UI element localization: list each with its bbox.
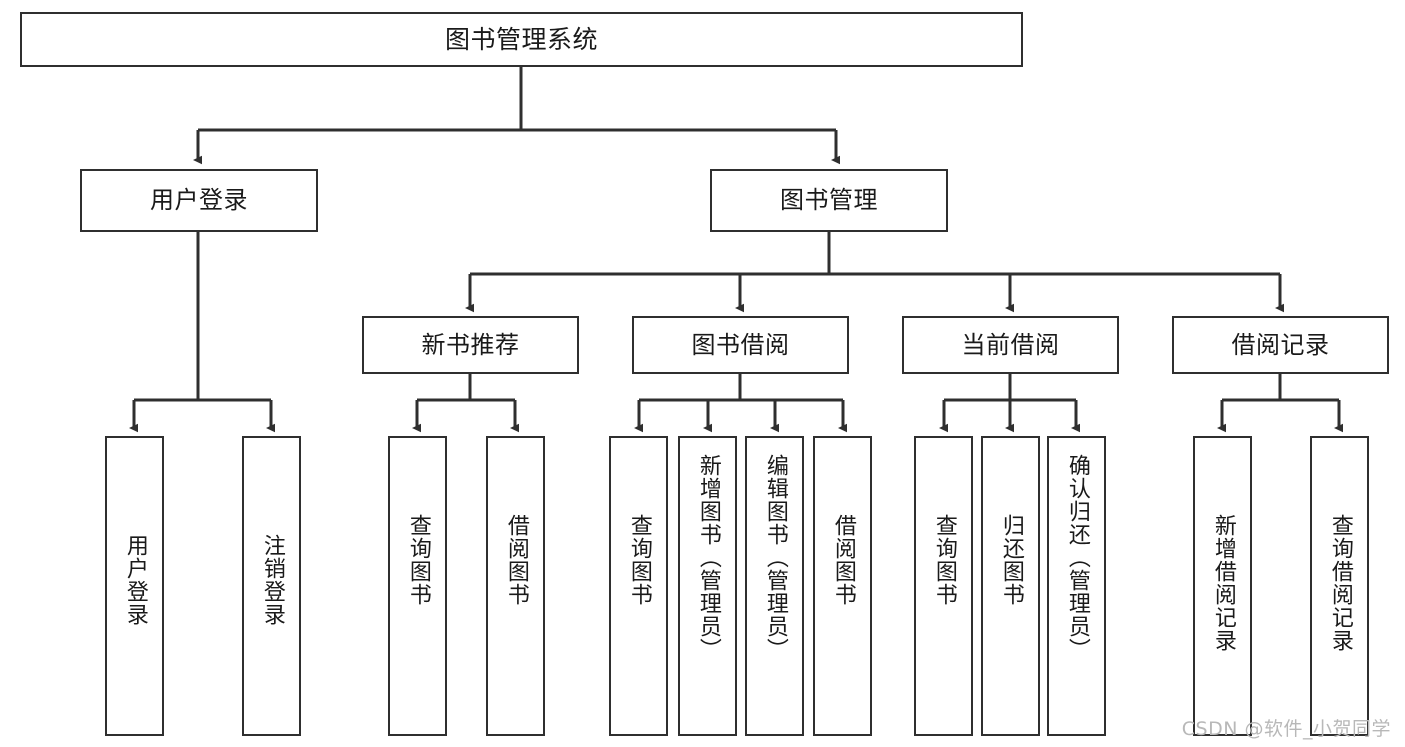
leaf-confirm-return-admin[interactable]: 确认归还（管理员）: [1047, 436, 1106, 736]
node-label: 查询借阅记录: [1327, 514, 1353, 652]
node-book-borrowing[interactable]: 图书借阅: [632, 316, 849, 374]
node-current-borrowing[interactable]: 当前借阅: [902, 316, 1119, 374]
node-label: 编辑图书（管理员）: [762, 454, 788, 661]
node-label: 查询图书: [931, 514, 957, 606]
node-label: 借阅图书: [503, 514, 529, 606]
node-label: 当前借阅: [961, 330, 1060, 359]
node-user-login[interactable]: 用户登录: [80, 169, 318, 232]
node-label: 新增借阅记录: [1210, 514, 1236, 652]
node-label: 查询图书: [405, 514, 431, 606]
node-label: 用户登录: [150, 186, 248, 215]
node-label: 确认归还（管理员）: [1064, 454, 1090, 661]
leaf-user-login[interactable]: 用户登录: [105, 436, 164, 736]
leaf-return-book[interactable]: 归还图书: [981, 436, 1040, 736]
leaf-user-logout[interactable]: 注销登录: [242, 436, 301, 736]
node-new-book-recommendation[interactable]: 新书推荐: [362, 316, 579, 374]
node-label: 借阅图书: [830, 514, 856, 606]
node-label: 新书推荐: [421, 330, 520, 359]
leaf-borrow-book-borrowing[interactable]: 借阅图书: [813, 436, 872, 736]
leaf-edit-book-admin[interactable]: 编辑图书（管理员）: [745, 436, 804, 736]
csdn-watermark: CSDN @软件_小贺同学: [1181, 718, 1391, 740]
node-book-management[interactable]: 图书管理: [710, 169, 948, 232]
node-borrowing-record[interactable]: 借阅记录: [1172, 316, 1389, 374]
node-label: 查询图书: [626, 514, 652, 606]
node-label: 借阅记录: [1231, 330, 1330, 359]
node-label: 图书管理系统: [444, 24, 598, 54]
node-label: 用户登录: [122, 534, 148, 626]
node-label: 归还图书: [998, 514, 1024, 606]
leaf-query-book-current[interactable]: 查询图书: [914, 436, 973, 736]
leaf-query-borrowing-record[interactable]: 查询借阅记录: [1310, 436, 1369, 736]
leaf-borrow-book-recommendation[interactable]: 借阅图书: [486, 436, 545, 736]
leaf-add-book-admin[interactable]: 新增图书（管理员）: [678, 436, 737, 736]
node-label: 新增图书（管理员）: [695, 454, 721, 661]
node-label: 注销登录: [259, 534, 285, 626]
node-label: 图书管理: [780, 186, 878, 215]
node-root-book-management-system[interactable]: 图书管理系统: [20, 12, 1023, 67]
leaf-query-book-recommendation[interactable]: 查询图书: [388, 436, 447, 736]
leaf-add-borrowing-record[interactable]: 新增借阅记录: [1193, 436, 1252, 736]
node-label: 图书借阅: [691, 330, 790, 359]
leaf-query-book-borrowing[interactable]: 查询图书: [609, 436, 668, 736]
